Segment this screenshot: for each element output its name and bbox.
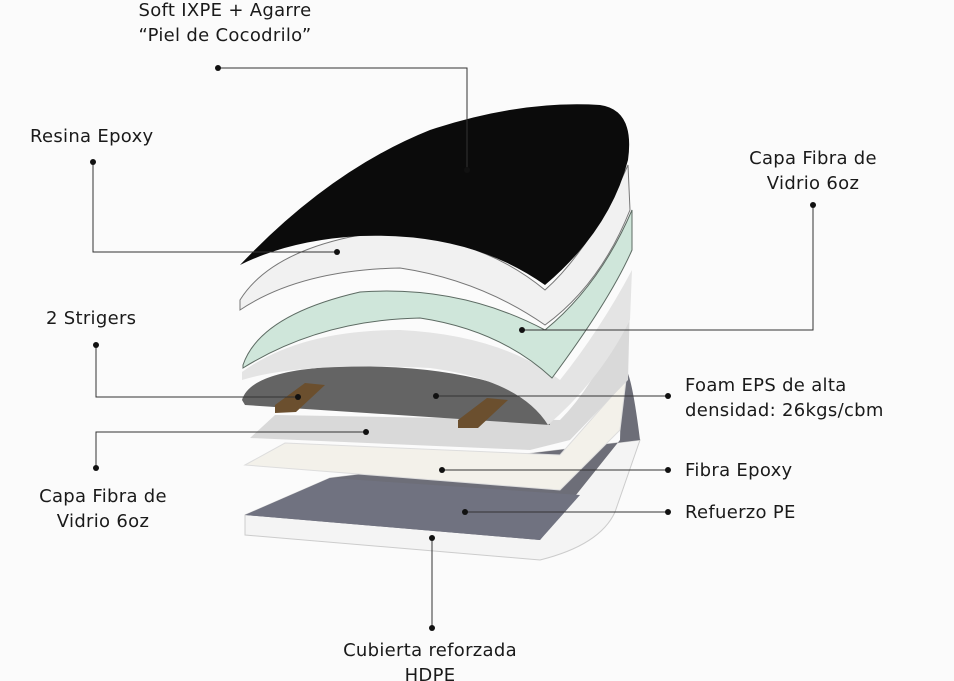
label-line: Capa Fibra de (39, 486, 167, 507)
label-line: Cubierta reforzada (343, 640, 517, 661)
label-capa-fibra-left: Capa Fibra de Vidrio 6oz (8, 484, 198, 534)
label-capa-fibra-right: Capa Fibra de Vidrio 6oz (718, 146, 908, 196)
stringer-right (458, 398, 508, 428)
label-fibra-epoxy: Fibra Epoxy (685, 460, 793, 481)
label-line: Vidrio 6oz (56, 511, 150, 532)
leader-lines (92, 67, 814, 628)
label-strigers: 2 Strigers (46, 308, 137, 329)
layer-glass-lower (250, 300, 630, 450)
label-refuerzo-pe: Refuerzo PE (685, 502, 796, 523)
label-line: Capa Fibra de (749, 148, 877, 169)
label-foam-eps: Foam EPS de alta densidad: 26kgs/cbm (685, 373, 884, 423)
leader-dots (90, 65, 816, 631)
label-line: “Piel de Cocodrilo” (138, 25, 312, 46)
label-line: Soft IXPE + Agarre (138, 0, 312, 21)
label-line: densidad: 26kgs/cbm (685, 400, 884, 421)
label-soft-ixpe: Soft IXPE + Agarre “Piel de Cocodrilo” (110, 0, 340, 48)
label-resina-epoxy: Resina Epoxy (30, 126, 154, 147)
layer-ixpe (240, 104, 630, 286)
layer-glass-upper (242, 209, 633, 379)
label-line: HDPE (404, 665, 456, 681)
label-line: Foam EPS de alta (685, 375, 847, 396)
label-line: Vidrio 6oz (766, 173, 860, 194)
label-cubierta: Cubierta reforzada HDPE (310, 638, 550, 681)
